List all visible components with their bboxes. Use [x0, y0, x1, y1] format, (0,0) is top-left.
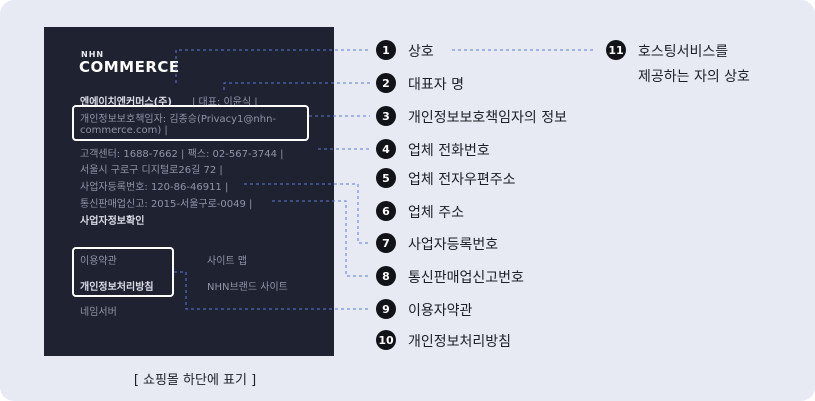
mail-order-line: 통신판매업신고: 2015-서울구로-0049 | [80, 199, 253, 210]
label-4: 업체 전화번호 [408, 143, 490, 159]
label-11-line1: 호스팅서비스를 [638, 44, 729, 60]
address-line: 서울시 구로구 디지털로26길 72 | [80, 165, 223, 176]
label-2: 대표자 명 [408, 77, 464, 93]
badge-9: 9 [376, 299, 396, 319]
label-10: 개인정보처리방침 [408, 334, 512, 350]
label-7: 사업자등록번호 [408, 237, 499, 253]
company-name: 엔에이치엔커머스(주) [80, 97, 172, 108]
ceo-name: | 대표: 이윤식 | [192, 97, 258, 108]
business-info-link[interactable]: 사업자정보확인 [80, 216, 145, 227]
badge-6: 6 [376, 201, 396, 221]
connector-8 [272, 200, 370, 277]
badge-1: 1 [376, 40, 396, 60]
privacy-highlight-box [72, 105, 309, 141]
connector-1 [175, 49, 370, 83]
brand-site-link[interactable]: NHN브랜드 사이트 [207, 282, 288, 293]
badge-2: 2 [376, 73, 396, 93]
badge-8: 8 [376, 266, 396, 286]
label-1: 상호 [408, 44, 434, 60]
badge-11: 11 [606, 40, 626, 60]
label-9: 이용자약관 [408, 303, 473, 319]
phone-fax-line: 고객센터: 1688-7662 | 팩스: 02-567-3744 | [80, 149, 284, 160]
connector-9 [174, 271, 370, 310]
badge-4: 4 [376, 139, 396, 159]
badge-10: 10 [376, 330, 396, 350]
connector-7 [244, 183, 370, 244]
badge-7: 7 [376, 233, 396, 253]
label-11-line2: 제공하는 자의 상호 [638, 69, 750, 85]
badge-3: 3 [376, 106, 396, 126]
label-3: 개인정보보호책임자의 정보 [408, 110, 568, 126]
sitemap-link[interactable]: 사이트 맵 [207, 256, 247, 267]
terms-privacy-highlight-box [72, 247, 174, 297]
label-6: 업체 주소 [408, 205, 464, 221]
business-number-line: 사업자등록번호: 120-86-46911 | [80, 182, 229, 193]
shopping-mall-footer-panel [44, 27, 334, 356]
nhn-logo-small: NHN [81, 50, 105, 59]
badge-5: 5 [376, 168, 396, 188]
privacy-officer-line2: commerce.com) | [80, 125, 168, 136]
privacy-policy-link[interactable]: 개인정보처리방침 [80, 282, 154, 293]
label-5: 업체 전자우편주소 [408, 172, 516, 188]
commerce-logo: COMMERCE [79, 58, 180, 76]
terms-link[interactable]: 이용약관 [80, 256, 117, 267]
privacy-officer-line1: 개인정보보호책임자: 김종승(Privacy1@nhn- [80, 114, 277, 125]
footer-caption: [ 쇼핑몰 하단에 표기 ] [133, 373, 257, 388]
connector-2 [223, 82, 370, 90]
nameserver-link[interactable]: 네임서버 [80, 307, 117, 318]
label-8: 통신판매업신고번호 [408, 270, 524, 286]
